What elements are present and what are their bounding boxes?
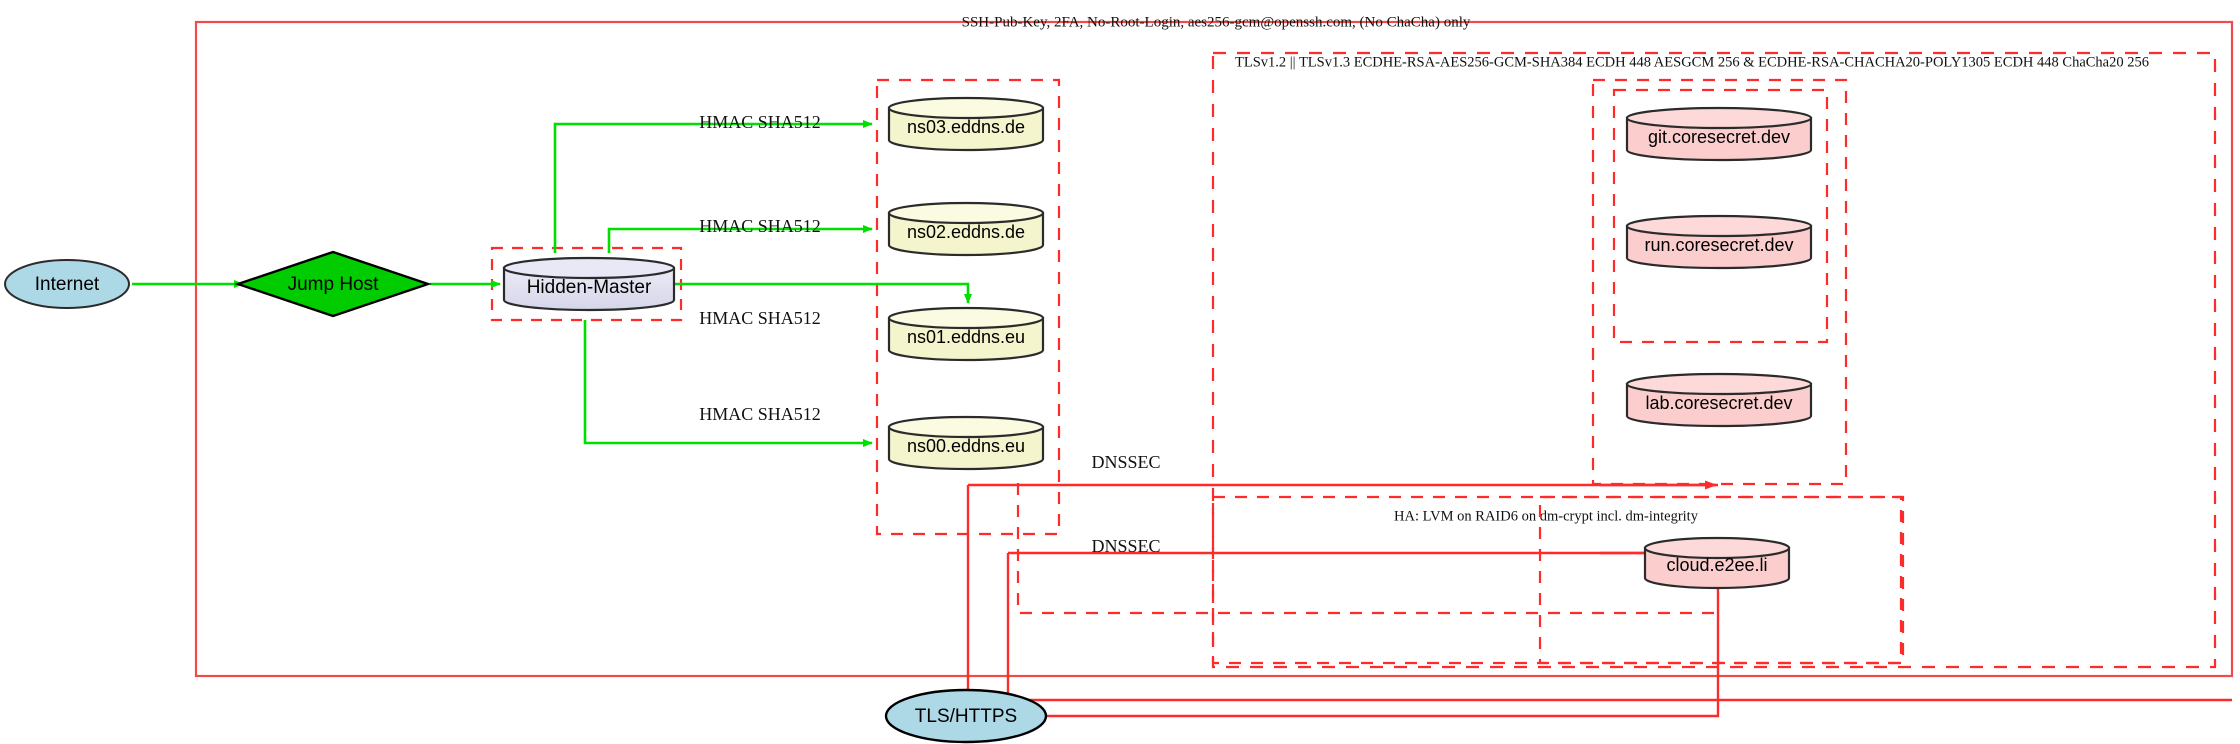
node-internet-label: Internet (35, 274, 100, 295)
edge-hiddenmaster-ns02 (607, 225, 873, 253)
edge-tlshttps-right (1045, 553, 1720, 718)
node-git-coresecret[interactable]: git.coresecret.dev (1625, 106, 1813, 162)
edge-hiddenmaster-ns03 (553, 120, 873, 253)
node-internet[interactable]: Internet (4, 259, 130, 309)
ssh-zone-boundary (194, 20, 2234, 678)
node-lab-coresecret-label: lab.coresecret.dev (1645, 393, 1792, 413)
ssh-zone-label: SSH-Pub-Key, 2FA, No-Root-Login, aes256-… (962, 14, 1471, 30)
node-hidden-master[interactable]: Hidden-Master (502, 256, 676, 312)
edge-hiddenmaster-ns01 (671, 282, 972, 304)
coresecret-apps-zone-boundary (1612, 88, 1829, 344)
edge-label-hmac-ns00: HMAC SHA512 (699, 404, 821, 424)
node-cloud-e2ee-label: cloud.e2ee.li (1666, 555, 1767, 575)
node-ns01[interactable]: ns01.eddns.eu (887, 306, 1045, 362)
node-hidden-master-label: Hidden-Master (527, 277, 652, 298)
tls-zone-label: TLSv1.2 || TLSv1.3 ECDHE-RSA-AES256-GCM-… (1235, 54, 2149, 70)
edge-label-hmac-ns03: HMAC SHA512 (699, 112, 821, 132)
node-lab-coresecret[interactable]: lab.coresecret.dev (1625, 372, 1813, 428)
node-ns02[interactable]: ns02.eddns.de (887, 201, 1045, 257)
node-run-coresecret-label: run.coresecret.dev (1644, 235, 1793, 255)
edge-dnssec-lower-route (1006, 551, 1718, 715)
dnssec-zone-trace (1016, 483, 1718, 615)
node-ns01-label: ns01.eddns.eu (907, 327, 1025, 347)
edge-label-dnssec-lower: DNSSEC (1091, 536, 1160, 556)
node-cloud-e2ee[interactable]: cloud.e2ee.li (1643, 536, 1791, 590)
node-ns00[interactable]: ns00.eddns.eu (887, 415, 1045, 471)
ha-zone-boundary (1211, 495, 1905, 665)
node-ns03-label: ns03.eddns.de (907, 117, 1025, 137)
node-ns03[interactable]: ns03.eddns.de (887, 96, 1045, 152)
edge-dnssec-upper-route (966, 483, 1718, 700)
edge-hiddenmaster-ns00 (583, 320, 873, 447)
node-ns02-label: ns02.eddns.de (907, 222, 1025, 242)
edge-label-hmac-ns02: HMAC SHA512 (699, 216, 821, 236)
node-jump-host[interactable]: Jump Host (234, 250, 432, 318)
node-tls-https-label: TLS/HTTPS (915, 706, 1017, 727)
edge-label-dnssec-upper: DNSSEC (1091, 452, 1160, 472)
node-git-coresecret-label: git.coresecret.dev (1648, 127, 1790, 147)
edge-label-hmac-ns01: HMAC SHA512 (699, 308, 821, 328)
cloud-zone-boundary (1538, 495, 1903, 665)
node-jump-host-label: Jump Host (288, 274, 380, 295)
node-ns00-label: ns00.eddns.eu (907, 436, 1025, 456)
node-tls-https[interactable]: TLS/HTTPS (884, 688, 1048, 744)
ha-zone-label: HA: LVM on RAID6 on dm-crypt incl. dm-in… (1394, 508, 1699, 524)
coresecret-zone-boundary (1591, 78, 1848, 486)
tls-zone-boundary (1211, 51, 2217, 669)
node-run-coresecret[interactable]: run.coresecret.dev (1625, 214, 1813, 270)
